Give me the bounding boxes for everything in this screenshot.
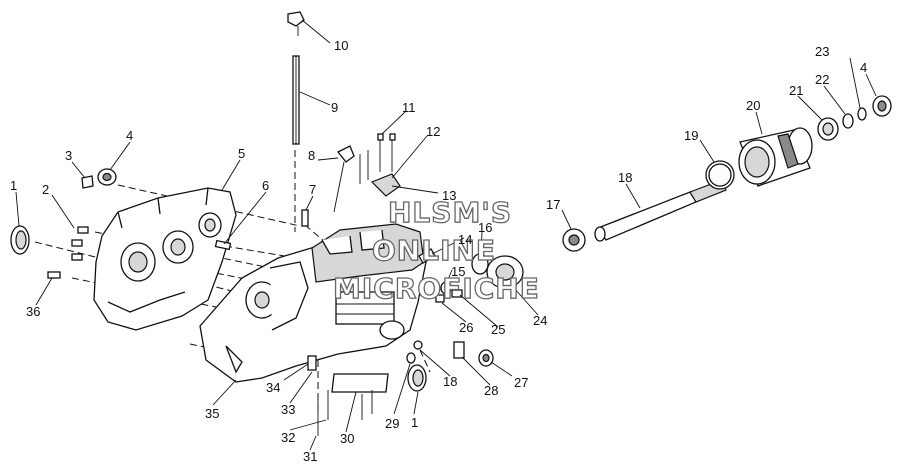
- callout-32: 32: [281, 430, 295, 445]
- seal-right: [407, 364, 427, 392]
- callout-33: 33: [281, 402, 295, 417]
- callout-12: 12: [426, 124, 440, 139]
- clip-part-10: [287, 11, 305, 36]
- callout-4-right: 4: [860, 60, 867, 75]
- callout-11: 11: [402, 100, 416, 115]
- callout-35: 35: [205, 406, 219, 421]
- callout-36: 36: [26, 304, 40, 319]
- callout-10: 10: [334, 38, 348, 53]
- bolts-part-11: [359, 133, 396, 184]
- callout-4-left: 4: [126, 128, 133, 143]
- callout-18-lower: 18: [443, 374, 457, 389]
- pin-part-7: [301, 209, 309, 227]
- callout-16: 16: [478, 220, 492, 235]
- callout-6: 6: [262, 178, 269, 193]
- gearcase-part-35: [199, 223, 427, 383]
- washer-part-4-left: [97, 168, 117, 186]
- callout-31: 31: [303, 449, 317, 464]
- bolt-part-34: [307, 355, 317, 371]
- bolt-part-14: [418, 248, 436, 264]
- washer-part-18-lower: [413, 340, 423, 350]
- callout-2: 2: [42, 182, 49, 197]
- bushing-part-28: [453, 341, 465, 359]
- callout-29: 29: [385, 416, 399, 431]
- washer-part-17: [562, 228, 586, 252]
- washer-part-27: [478, 349, 494, 367]
- nut-part-26: [435, 294, 445, 303]
- callout-8: 8: [308, 148, 315, 163]
- bolt-part-36: [47, 271, 61, 279]
- callout-1-left: 1: [10, 178, 17, 193]
- callout-34: 34: [266, 380, 280, 395]
- callout-9: 9: [331, 100, 338, 115]
- bolt-part-25: [451, 289, 463, 298]
- callout-13: 13: [442, 188, 456, 203]
- case-cover-part-5: [93, 187, 237, 331]
- cover-part-12: [370, 173, 401, 197]
- seal-left: [10, 225, 30, 255]
- bracket-part-8: [333, 145, 355, 213]
- callout-24: 24: [533, 313, 547, 328]
- callout-22: 22: [815, 72, 829, 87]
- ring-part-23: [857, 107, 867, 121]
- callout-25: 25: [491, 322, 505, 337]
- callout-23: 23: [815, 44, 829, 59]
- callout-18-shaft: 18: [618, 170, 632, 185]
- callout-26: 26: [459, 320, 473, 335]
- plug-part-29: [406, 352, 416, 364]
- gear-part-16: [471, 253, 489, 275]
- callout-19: 19: [684, 128, 698, 143]
- plate-part-30: [331, 373, 389, 393]
- bearing-part-21: [817, 117, 839, 141]
- leader-lines: [15, 19, 877, 451]
- bearing-part-24: [486, 255, 524, 289]
- callout-3: 3: [65, 148, 72, 163]
- watermark-line-2: ONLINE: [372, 234, 496, 267]
- callout-14: 14: [458, 232, 472, 247]
- ring-part-19: [705, 160, 735, 190]
- plate-part-3: [81, 175, 94, 189]
- bolts-part-2: [71, 226, 89, 261]
- callout-7: 7: [309, 182, 316, 197]
- tube-part-9: [292, 55, 300, 145]
- washer-part-15: [440, 281, 452, 295]
- callout-5: 5: [238, 146, 245, 161]
- callout-1-right: 1: [411, 415, 418, 430]
- clutch-drum-part-20: [738, 127, 813, 187]
- callout-21: 21: [789, 83, 803, 98]
- callout-17: 17: [546, 197, 560, 212]
- watermark-line-3: MICROFICHE: [333, 272, 540, 305]
- callout-28: 28: [484, 383, 498, 398]
- callout-30: 30: [340, 431, 354, 446]
- callout-numbers: 1 2 3 4 5 6 7 8 9 10 11 12 13 14 15 16 1…: [10, 38, 867, 464]
- ring-part-22: [842, 113, 854, 129]
- watermark: HLSM'S ONLINE MICROFICHE: [332, 195, 540, 305]
- dowel-part-6: [214, 239, 232, 251]
- watermark-line-1: HLSM'S: [388, 196, 512, 229]
- callout-15: 15: [451, 264, 465, 279]
- callout-27: 27: [514, 375, 528, 390]
- washer-part-4-right: [872, 95, 892, 117]
- shaft-part-18: [594, 179, 727, 242]
- bolts-part-31: [317, 390, 373, 436]
- callout-20: 20: [746, 98, 760, 113]
